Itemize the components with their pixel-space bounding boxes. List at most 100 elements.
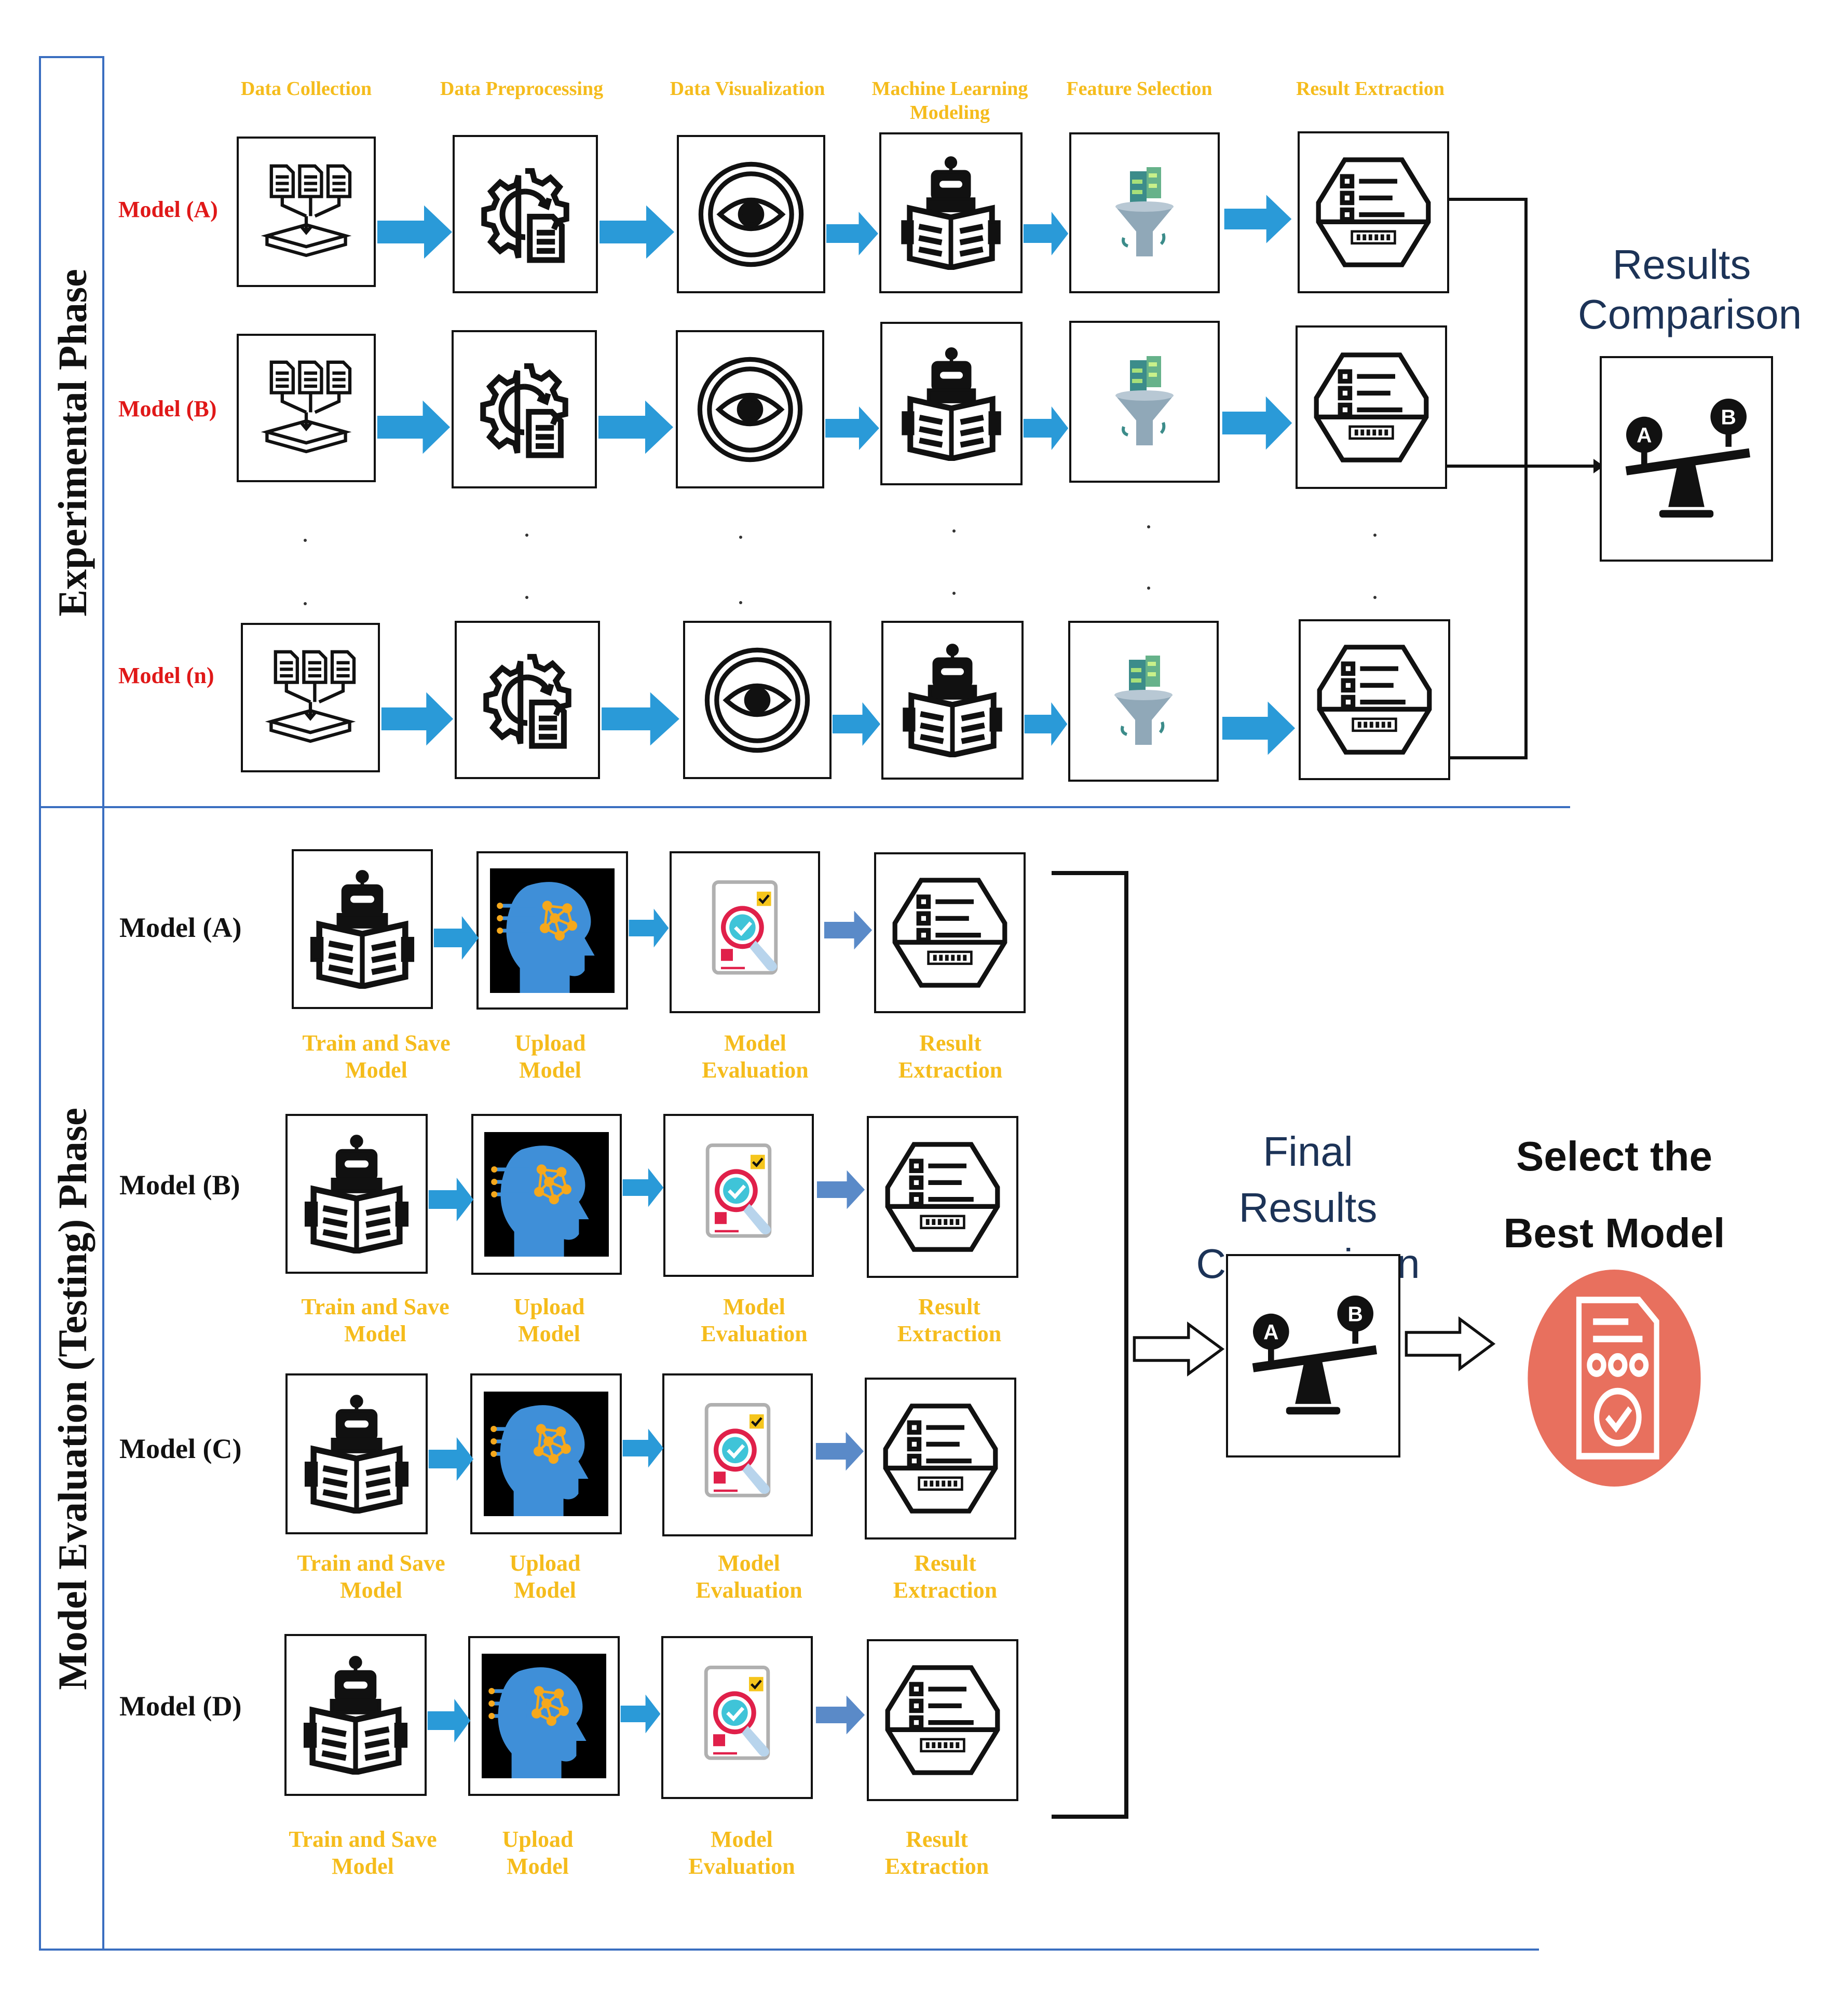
ai-head-icon <box>490 868 615 993</box>
eval-b-evaluation-box <box>663 1114 814 1277</box>
exp-a-ml-modeling-box <box>879 132 1023 293</box>
step-title-data-collection: Data Collection <box>240 78 372 100</box>
eval-c-caption-evaluation: Model Evaluation <box>696 1550 802 1603</box>
ai-head-icon <box>484 1392 608 1516</box>
eval-c-upload-box <box>470 1373 622 1534</box>
eval-a-caption-upload: Upload Model <box>514 1030 586 1083</box>
final-comparison-box <box>1226 1254 1400 1457</box>
evaluation-phase-label: Model Evaluation (Testing) Phase <box>50 1108 95 1690</box>
eval-d-train-box <box>284 1634 427 1796</box>
eval-b-train-box <box>285 1114 428 1274</box>
exp-model-label-n: Model (n) <box>118 663 214 688</box>
eval-b-caption-upload: Upload Model <box>513 1294 585 1346</box>
robot-book-icon <box>303 869 422 989</box>
ai-head-icon <box>484 1132 609 1257</box>
evaluation-magnifier-icon <box>678 1395 797 1515</box>
ai-head-icon <box>482 1654 606 1778</box>
exp-a-result-extraction-box <box>1298 131 1449 293</box>
eval-a-caption-train: Train and Save Model <box>302 1030 451 1083</box>
select-best-title-line2: Best Model <box>1503 1210 1725 1256</box>
eval-model-label-b: Model (B) <box>119 1169 240 1201</box>
arrow-icon <box>428 1436 474 1482</box>
robot-book-icon <box>296 1655 415 1775</box>
ellipsis-dot <box>525 596 528 599</box>
exp-model-label-a: Model (A) <box>118 197 218 222</box>
arrow-icon <box>628 907 670 949</box>
eval-b-upload-box <box>471 1114 622 1275</box>
step-title-ml-modeling: Machine Learning Modeling <box>871 78 1028 124</box>
exp-n-preprocessing-box <box>455 621 600 779</box>
ellipsis-dot <box>1373 596 1377 599</box>
eval-model-label-d: Model (D) <box>119 1691 242 1722</box>
ellipsis-dot <box>1147 587 1150 590</box>
exp-a-data-collection-box <box>237 137 376 287</box>
ellipsis-dot <box>1147 525 1150 528</box>
eval-d-result-box <box>867 1639 1018 1801</box>
ellipsis-dot <box>952 592 956 595</box>
eval-c-caption-upload: Upload Model <box>509 1550 581 1603</box>
ellipsis-dot <box>304 602 307 605</box>
arrow-icon <box>427 1697 471 1744</box>
arrow-icon <box>823 909 873 951</box>
eval-d-caption-train: Train and Save Model <box>289 1827 437 1879</box>
eval-b-result-box <box>867 1116 1018 1278</box>
result-hexagon-icon <box>883 1660 1002 1780</box>
eval-a-train-box <box>292 849 433 1009</box>
eval-a-evaluation-box <box>670 851 820 1013</box>
ellipsis-dot <box>739 601 742 604</box>
eval-c-train-box <box>285 1373 428 1534</box>
step-title-result-extraction: Result Extraction <box>1296 78 1445 100</box>
results-comparison-box <box>1600 356 1773 562</box>
balance-scale-icon <box>1611 384 1762 534</box>
exp-b-ml-modeling-box <box>880 322 1023 485</box>
eval-a-result-box <box>874 852 1026 1013</box>
exp-n-visualization-box <box>683 621 832 779</box>
exp-b-result-extraction-box <box>1296 325 1447 489</box>
exp-b-preprocessing-box <box>452 330 597 488</box>
ellipsis-dot <box>1373 534 1377 537</box>
arrow-icon <box>816 1169 866 1210</box>
exp-model-label-b: Model (B) <box>118 396 217 421</box>
hollow-arrow-icon <box>1403 1315 1496 1372</box>
select-best-title-line1: Select the <box>1516 1133 1712 1179</box>
eval-c-result-box <box>865 1378 1016 1540</box>
ellipsis-dot <box>739 536 742 539</box>
arrow-icon <box>622 1167 664 1208</box>
step-title-feature-selection: Feature Selection <box>1066 78 1212 100</box>
exp-n-result-extraction-box <box>1299 619 1450 780</box>
eval-c-evaluation-box <box>662 1373 813 1536</box>
eval-d-upload-box <box>468 1636 620 1796</box>
best-model-document-icon <box>1526 1270 1702 1487</box>
exp-n-data-collection-box <box>241 623 380 772</box>
arrow-icon <box>433 915 480 961</box>
evaluation-bracket <box>1052 871 1128 1819</box>
eval-a-upload-box <box>476 851 628 1010</box>
eval-b-caption-train: Train and Save Model <box>301 1294 449 1346</box>
robot-book-icon <box>297 1394 416 1514</box>
exp-a-visualization-box <box>677 135 825 293</box>
eval-c-caption-train: Train and Save Model <box>297 1550 445 1603</box>
arrow-icon <box>428 1176 474 1223</box>
eval-model-label-c: Model (C) <box>119 1433 242 1464</box>
eval-a-caption-evaluation: Model Evaluation <box>702 1030 809 1083</box>
eval-d-caption-upload: Upload Model <box>502 1827 574 1879</box>
eval-a-caption-result: Result Extraction <box>898 1030 1003 1083</box>
hollow-arrow-icon <box>1132 1320 1225 1378</box>
evaluation-magnifier-icon <box>679 1136 798 1255</box>
result-hexagon-icon <box>890 873 1010 992</box>
eval-model-label-a: Model (A) <box>119 912 242 943</box>
phase-divider <box>39 806 1570 808</box>
exp-b-visualization-box <box>676 330 824 488</box>
connector-lines <box>1447 198 1604 759</box>
result-hexagon-icon <box>881 1399 1000 1518</box>
robot-book-icon <box>297 1134 416 1254</box>
eval-b-caption-evaluation: Model Evaluation <box>701 1294 808 1346</box>
exp-b-data-collection-box <box>237 334 376 482</box>
ellipsis-dot <box>952 529 956 533</box>
step-title-data-visualization: Data Visualization <box>670 78 825 100</box>
results-comparison-title: Results Comparison <box>1578 241 1802 337</box>
arrow-icon <box>622 1427 664 1469</box>
exp-a-preprocessing-box <box>453 135 598 293</box>
evaluation-magnifier-icon <box>677 1658 797 1777</box>
